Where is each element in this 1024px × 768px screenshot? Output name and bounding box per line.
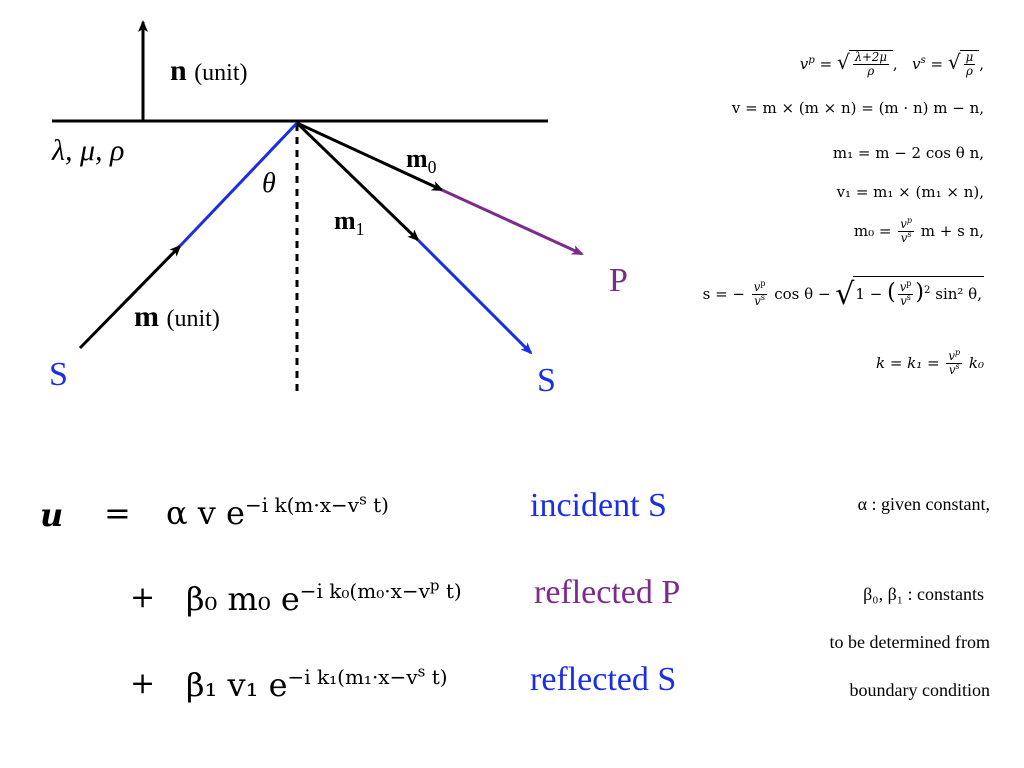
m1-label: m1 — [334, 206, 365, 240]
m1-subscript: 1 — [355, 219, 365, 240]
reflected-s-exponent: −i k₁(m₁·x−v — [287, 665, 418, 690]
frac-num: v — [899, 280, 907, 294]
s-radicand-a: 1 − — [855, 284, 883, 303]
reflected-s-ray — [416, 238, 533, 355]
frac-den: v — [900, 294, 907, 309]
frac-num-sup: p — [955, 348, 961, 358]
formula-v: v = m × (m × n) = (m · n) m − n, — [731, 99, 984, 117]
reflected-p-term: β₀ m₀ e — [186, 580, 300, 618]
reflected-p-exponent-sup: p — [429, 576, 440, 595]
normal-unit-text: (unit) — [194, 60, 248, 86]
equals-sign: = — [104, 494, 131, 532]
vp-symbol: v — [799, 54, 809, 73]
incident-s-ray — [178, 121, 299, 248]
incident-exponent: −i k(m·x−v — [244, 493, 360, 518]
m-unit-text: (unit) — [166, 306, 220, 332]
s-wave-left-label: S — [49, 356, 68, 393]
k-lhs: k = k₁ = — [875, 353, 940, 372]
reflected-p-ray — [441, 188, 584, 256]
equation-row-reflected-s: β₁ v₁ e−i k₁(m₁·x−vs t) — [186, 662, 448, 704]
frac-den: v — [900, 231, 908, 246]
frac-den-sup: s — [906, 293, 911, 303]
frac-den-sup: s — [955, 362, 960, 372]
vp-denominator: ρ — [867, 64, 875, 79]
m0-rhs: m + s n, — [920, 221, 984, 240]
u-symbol: u — [40, 496, 64, 534]
incident-s-label: incident S — [530, 487, 667, 524]
equation-row-incident: α v e−i k(m·x−vs t) — [166, 490, 389, 532]
frac-num-sup: p — [906, 279, 912, 289]
m0-lhs: m₀ = — [853, 221, 892, 240]
note-boundary: boundary condition — [849, 680, 990, 700]
reflected-p-label: reflected P — [534, 574, 681, 611]
m0-subscript: 0 — [427, 157, 437, 178]
ray-m0 — [296, 121, 444, 192]
formula-m1: m₁ = m − 2 cos θ n, — [832, 144, 984, 162]
plus-sign-2: + — [130, 666, 156, 701]
theta-label: θ — [262, 168, 276, 199]
reflected-s-label: reflected S — [530, 661, 677, 698]
frac-num-sup: p — [760, 279, 766, 289]
frac-den-sup: s — [760, 293, 765, 303]
medium-params-label: λ, μ, ρ — [52, 134, 125, 167]
formula-v1: v₁ = m₁ × (m₁ × n), — [836, 183, 984, 201]
frac-den: v — [754, 294, 761, 309]
incident-term: α v e — [166, 494, 245, 532]
vs-symbol: v — [912, 54, 921, 73]
frac-num: v — [900, 217, 907, 231]
note-betas: β₀, β₁ : constants — [863, 584, 984, 604]
normal-n-symbol: n — [170, 54, 187, 87]
m1-symbol: m — [334, 206, 356, 235]
vs-denominator: ρ — [965, 64, 973, 79]
reflected-s-term: β₁ v₁ e — [186, 666, 288, 704]
note-determined: to be determined from — [829, 632, 990, 652]
m0-label: m0 — [406, 144, 437, 178]
frac-num: v — [948, 349, 956, 363]
frac-den-sup: s — [907, 230, 912, 240]
vp-numerator: λ+2μ — [852, 50, 889, 66]
vs-sup: s — [920, 54, 926, 66]
incident-exponent-sup: s — [359, 490, 367, 509]
m0-symbol: m — [406, 144, 428, 173]
k-rhs: k₀ — [968, 353, 984, 372]
eq-sign: = — [930, 54, 944, 73]
frac-num-sup: p — [906, 216, 912, 226]
s-lhs: s = − — [702, 284, 745, 303]
incident-ray-m — [78, 244, 182, 350]
m-symbol: m — [134, 300, 159, 333]
frac-num: v — [753, 280, 761, 294]
reflected-s-exponent-sup: s — [417, 662, 426, 681]
s-mid: cos θ − — [774, 284, 831, 303]
reflected-s-exponent-tail: t) — [425, 665, 448, 690]
m-unit-label: m (unit) — [134, 300, 220, 334]
s-radicand-b: sin² θ, — [935, 284, 982, 303]
eq-sign: = — [819, 54, 833, 73]
square-sup: 2 — [923, 284, 931, 296]
frac-den: v — [948, 363, 956, 378]
plus-sign-1: + — [130, 580, 156, 615]
normal-label: n (unit) — [170, 54, 248, 88]
p-wave-label: P — [609, 262, 628, 299]
equation-row-reflected-p: β₀ m₀ e−i k₀(m₀·x−vp t) — [186, 576, 462, 618]
vp-sup: p — [808, 54, 815, 66]
note-alpha: α : given constant, — [857, 494, 990, 514]
vs-numerator: μ — [963, 50, 976, 66]
incident-exponent-tail: t) — [366, 493, 389, 518]
s-wave-right-label: S — [537, 362, 556, 399]
reflected-p-exponent-tail: t) — [439, 579, 462, 604]
reflected-p-exponent: −i k₀(m₀·x−v — [299, 579, 430, 604]
ray-m1 — [295, 121, 420, 242]
